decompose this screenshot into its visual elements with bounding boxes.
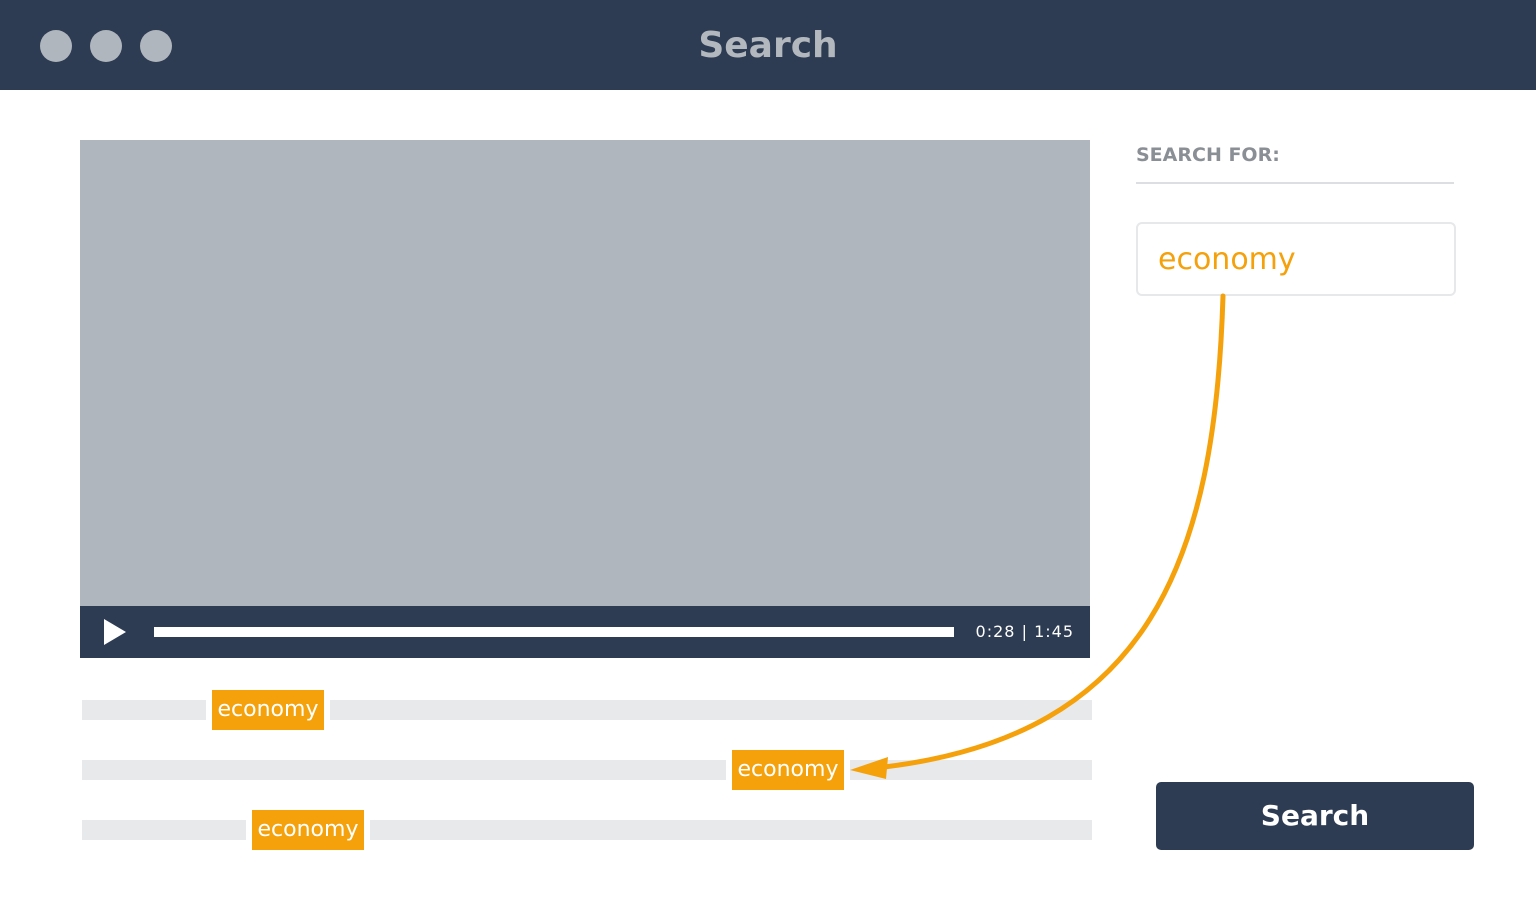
progress-fill (154, 627, 368, 637)
search-for-label: SEARCH FOR: (1136, 144, 1280, 166)
search-input[interactable]: economy (1136, 222, 1456, 296)
search-label-divider (1136, 182, 1454, 184)
current-time: 0:28 (975, 622, 1016, 641)
title-bar: Search (0, 0, 1536, 90)
transcript-line-segment (330, 700, 1092, 720)
duration: 1:45 (1034, 622, 1074, 641)
video-controls: 0:28 | 1:45 (80, 606, 1090, 658)
search-button[interactable]: Search (1156, 782, 1474, 850)
transcript-line-segment (82, 820, 246, 840)
window-close-dot[interactable] (40, 30, 72, 62)
play-icon[interactable] (102, 619, 128, 645)
transcript-line-segment (850, 760, 1092, 780)
time-separator: | (1021, 622, 1028, 641)
window-maximize-dot[interactable] (140, 30, 172, 62)
transcript-match-3[interactable]: economy (252, 810, 364, 850)
window-minimize-dot[interactable] (90, 30, 122, 62)
transcript-match-2[interactable]: economy (732, 750, 844, 790)
transcript-match-1[interactable]: economy (212, 690, 324, 730)
progress-bar[interactable] (154, 627, 954, 637)
transcript-line-segment (82, 700, 206, 720)
window-title: Search (698, 25, 838, 66)
transcript-line-segment (82, 760, 726, 780)
video-area[interactable] (80, 140, 1090, 606)
transcript-line-segment (370, 820, 1092, 840)
search-query: economy (1158, 242, 1296, 277)
time-readout: 0:28 | 1:45 (976, 606, 1074, 658)
